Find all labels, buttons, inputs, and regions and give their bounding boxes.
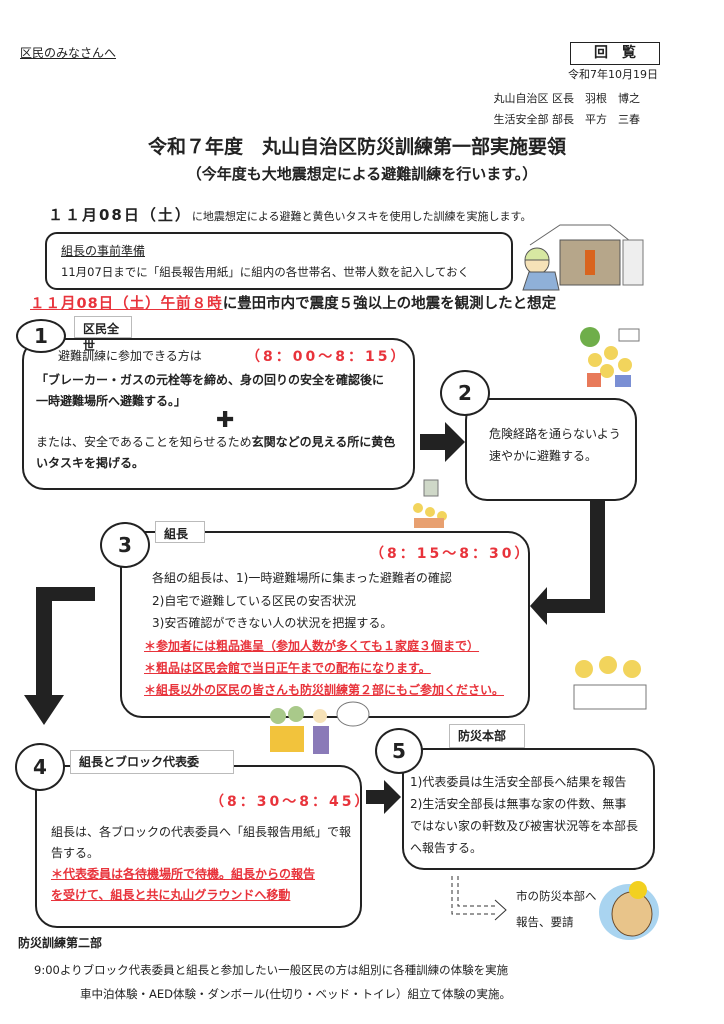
step2-line2: 速やかに避難する。 bbox=[489, 449, 598, 463]
city-hq-line1: 市の防災本部へ bbox=[516, 889, 597, 903]
step1-line3: 一時避難場所へ避難する。」 bbox=[36, 394, 187, 408]
step3-time: （8：15〜8：30） bbox=[370, 546, 532, 562]
arrow-down-left-icon bbox=[530, 500, 605, 625]
step4-note2: を受けて、組長と共に丸山グラウンドへ移動 bbox=[51, 888, 291, 902]
step5-line4: へ報告する。 bbox=[410, 841, 483, 855]
prep-heading: 組長の事前準備 bbox=[61, 244, 146, 258]
step3-line2: 2)自宅で避難している区民の安否状況 bbox=[152, 594, 356, 608]
step5-line1: 1)代表委員は生活安全部長へ結果を報告 bbox=[410, 775, 627, 789]
step4-number: 4 bbox=[15, 743, 65, 791]
step3-label: 組長 bbox=[155, 521, 205, 543]
plus-icon: ✚ bbox=[216, 408, 235, 433]
step5-box: 1)代表委員は生活安全部長へ結果を報告 2)生活安全部長は無事な家の件数、無事 … bbox=[402, 748, 655, 870]
step5-line2: 2)生活安全部長は無事な家の件数、無事 bbox=[410, 797, 627, 811]
step5-line3: ではない家の軒数及び被害状況等を本部長 bbox=[410, 819, 639, 833]
step1-line4b: 玄関などの見える所に黄色 bbox=[251, 435, 396, 449]
part2-heading: 防災訓練第二部 bbox=[18, 936, 103, 950]
mascot-dog-illustration bbox=[599, 881, 659, 940]
date: 令和7年10月19日 bbox=[568, 68, 658, 81]
intro-date: １１月08日（土） bbox=[48, 206, 192, 224]
house-illustration bbox=[522, 224, 644, 291]
step2-number: 2 bbox=[440, 370, 490, 416]
group-leaders-illustration bbox=[573, 656, 647, 710]
dashed-arrow-icon bbox=[451, 876, 507, 921]
step3-note1: ＊参加者には粗品進呈（参加人数が多くても１家庭３個まで） bbox=[144, 639, 480, 653]
step5-label: 防災本部 bbox=[449, 724, 525, 748]
step3-note3: ＊組長以外の区民の皆さんも防災訓練第２部にもご参加ください。 bbox=[144, 683, 505, 697]
step1-line5: いタスキを掲げる。 bbox=[36, 456, 145, 470]
step3-line1: 各組の組長は、1)一時避難場所に集まった避難者の確認 bbox=[152, 571, 452, 585]
step1-line2: 「ブレーカー・ガスの元栓等を締め、身の回りの安全を確認後に bbox=[36, 373, 385, 387]
arrow-right-icon bbox=[366, 780, 401, 814]
intro-line: １１月08日（土）に地震想定による避難と黄色いタスキを使用した訓練を実施します。 bbox=[48, 204, 531, 225]
scenario-text: に豊田市内で震度５強以上の地震を観測したと想定 bbox=[222, 296, 557, 312]
step4-line1: 組長は、各ブロックの代表委員へ「組長報告用紙」で報 bbox=[51, 825, 352, 839]
step2-line1: 危険経路を通らないよう bbox=[489, 427, 621, 441]
addressee: 区民のみなさんへ bbox=[20, 46, 117, 60]
step3-line3: 3)安否確認ができない人の状況を把握する。 bbox=[152, 616, 393, 630]
step5-number: 5 bbox=[375, 728, 423, 774]
step4-time: （8：30〜8：45） bbox=[210, 794, 372, 810]
page-subtitle: （今年度も大地震想定による避難訓練を行います。） bbox=[186, 165, 538, 183]
step1-line1: 避難訓練に参加できる方は bbox=[58, 349, 202, 363]
step3-box: （8：15〜8：30） 各組の組長は、1)一時避難場所に集まった避難者の確認 2… bbox=[120, 531, 530, 718]
representatives-illustration bbox=[270, 701, 370, 754]
crowd-illustration bbox=[580, 327, 640, 387]
arrow-right-icon bbox=[420, 422, 465, 462]
step1-line4: または、安全であることを知らせるため玄関などの見える所に黄色 bbox=[36, 432, 395, 453]
scenario-line: １１月08日（土）午前８時に豊田市内で震度５強以上の地震を観測したと想定 bbox=[30, 292, 556, 313]
step1-time: （8：00〜8：15） bbox=[246, 349, 408, 365]
sender-ward-chief: 丸山自治区 区長 羽根 博之 bbox=[493, 92, 641, 105]
circulation-stamp: 回 覧 bbox=[570, 42, 660, 65]
arrow-left-down-icon bbox=[24, 587, 95, 725]
step1-label: 区民全世 bbox=[74, 316, 132, 353]
step4-note1: ＊代表委員は各待機場所で待機。組長からの報告 bbox=[51, 867, 316, 881]
step3-number: 3 bbox=[100, 522, 150, 568]
step4-box: （8：30〜8：45） 組長は、各ブロックの代表委員へ「組長報告用紙」で報 告す… bbox=[35, 765, 368, 928]
step3-note2: ＊粗品は区民会館で当日正午までの配布になります。 bbox=[144, 661, 431, 675]
intro-text: に地震想定による避難と黄色いタスキを使用した訓練を実施します。 bbox=[191, 210, 532, 223]
sender-dept-head: 生活安全部 部長 平方 三春 bbox=[493, 113, 641, 126]
step1-number: 1 bbox=[16, 319, 66, 353]
prep-box: 組長の事前準備 11月07日までに「組長報告用紙」に組内の各世帯名、世帯人数を記… bbox=[45, 232, 513, 290]
scenario-datetime: １１月08日（土）午前８時 bbox=[30, 296, 223, 312]
step4-line2: 告する。 bbox=[51, 846, 100, 860]
step1-line4a: または、安全であることを知らせるため bbox=[36, 435, 252, 449]
part2-line2: 車中泊体験・AED体験・ダンボール(仕切り・ベッド・トイレ）組立て体験の実施。 bbox=[80, 987, 511, 1001]
evacuees-illustration bbox=[413, 479, 447, 528]
prep-text: 11月07日までに「組長報告用紙」に組内の各世帯名、世帯人数を記入しておく bbox=[61, 265, 470, 279]
part2-line1: 9:00よりブロック代表委員と組長と参加したい一般区民の方は組別に各種訓練の体験… bbox=[34, 963, 509, 977]
step2-box: 危険経路を通らないよう 速やかに避難する。 bbox=[465, 398, 637, 501]
city-hq-line2: 報告、要請 bbox=[516, 915, 574, 929]
page-title: 令和７年度 丸山自治区防災訓練第一部実施要領 bbox=[147, 136, 566, 158]
step1-box: 避難訓練に参加できる方は （8：00〜8：15） 「ブレーカー・ガスの元栓等を締… bbox=[22, 338, 415, 490]
step4-label: 組長とブロック代表委 bbox=[70, 750, 234, 774]
